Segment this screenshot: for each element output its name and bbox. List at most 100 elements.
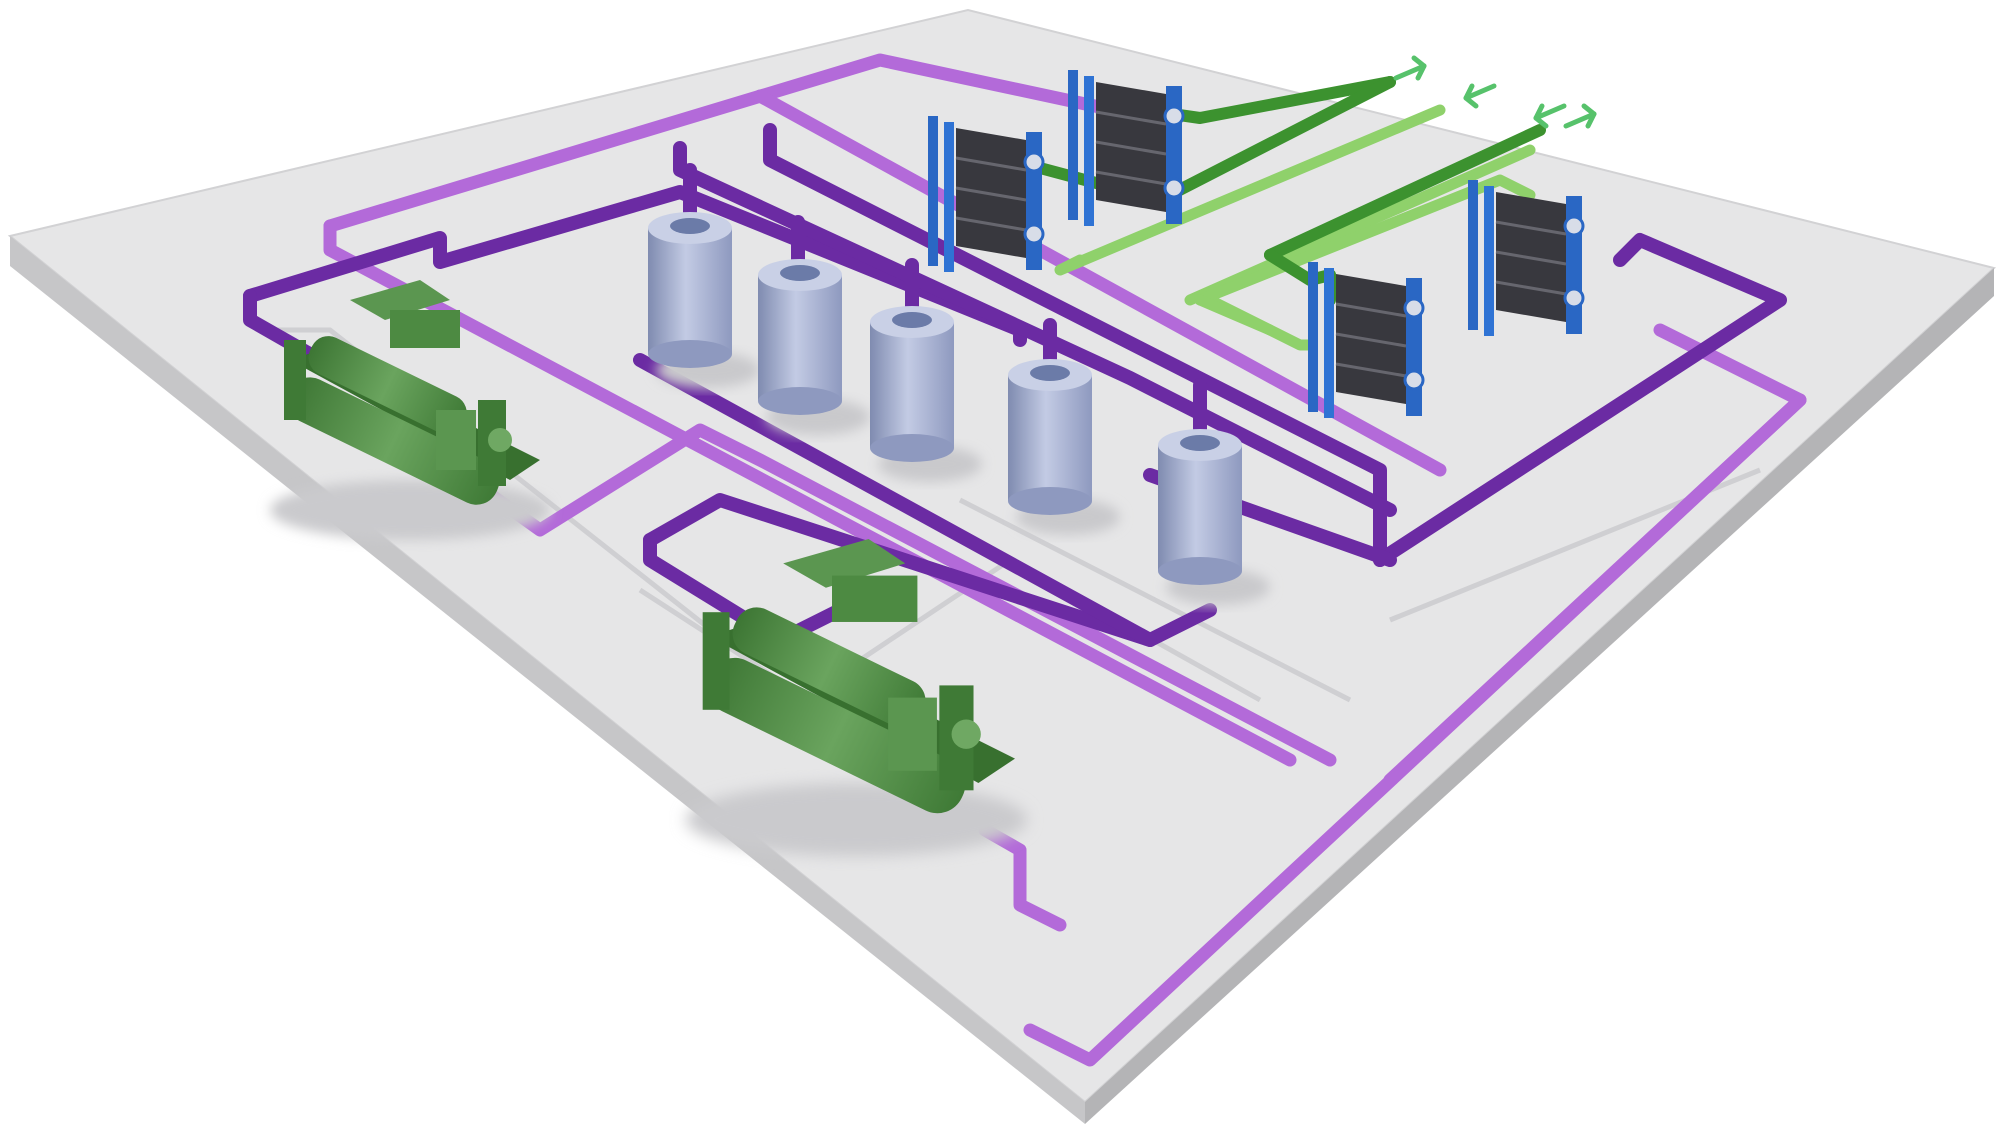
flow-arrow [1563, 103, 1597, 129]
chiller-shadow [270, 480, 550, 540]
chillers [270, 280, 1028, 857]
platform-side-edge [1085, 268, 1994, 1124]
hx-frame-post-front [1324, 268, 1334, 418]
dark-purple-tank-bottom [633, 353, 1157, 647]
flow-arrow-head [1533, 103, 1549, 129]
tank-base [870, 434, 954, 462]
light-purple-chiller2-return [978, 823, 1067, 932]
dark-purple-chiller2-supply [643, 533, 847, 647]
flow-arrow [1463, 83, 1497, 109]
chiller-compressor [783, 539, 906, 588]
tank-body [870, 322, 954, 448]
chiller-evaporator-shell [732, 607, 926, 728]
dark-purple-lower-header [643, 493, 1217, 647]
chiller-control-box [888, 697, 937, 771]
hx-plate-seam [1095, 170, 1167, 186]
hx-plate-seam [955, 156, 1027, 172]
light-green-line-a [1054, 104, 1446, 276]
chiller-shadow [685, 783, 1028, 857]
chiller-evaporator-shell [308, 336, 467, 435]
flow-arrow-shaft [1533, 103, 1567, 121]
hx-port [1563, 215, 1585, 237]
flow-arrow [1393, 55, 1427, 81]
hx-plate-seam [1095, 140, 1167, 156]
hx-plate-seam [1335, 332, 1407, 348]
hx-plate-seam [1495, 280, 1567, 296]
chiller-control-box [436, 410, 476, 470]
hx-frame-post-rear [928, 116, 938, 266]
storage-tank [648, 212, 760, 388]
plate-heat-exchanger [1068, 70, 1185, 226]
dark-purple-right-loop [1373, 233, 1787, 567]
chiller [685, 539, 1028, 857]
plate-heat-exchanger [1468, 180, 1585, 336]
tank-nozzle [670, 218, 710, 234]
flow-arrow-shaft [1393, 63, 1427, 81]
hx-plate-seam [955, 186, 1027, 202]
chiller-compressor [350, 280, 450, 320]
storage-tank [758, 259, 870, 435]
chiller-motor [390, 310, 460, 348]
chiller-nozzle [951, 719, 981, 749]
chiller-condenser-shell [706, 657, 966, 814]
light-green-pipe-network [1054, 104, 1536, 351]
flow-arrow-head [1463, 83, 1479, 109]
flow-arrow [1533, 103, 1567, 129]
dark-green-line-c [1264, 124, 1546, 261]
chiller-motor [832, 575, 918, 622]
hx-port [1403, 297, 1425, 319]
hx-plate-seam [1495, 250, 1567, 266]
chiller-end-plate-left [702, 612, 730, 710]
storage-tank [1008, 359, 1120, 535]
light-green-line-d [1194, 174, 1536, 306]
hx-frame-post-rear [1308, 262, 1318, 412]
hx-plate-seam [1335, 302, 1407, 318]
plate-heat-exchangers [928, 70, 1585, 418]
tank-nozzle [1180, 435, 1220, 451]
light-green-line-e [1194, 294, 1276, 336]
hx-port [1023, 223, 1045, 245]
plate-heat-exchanger [1308, 262, 1425, 418]
hx-plate-seam [1335, 362, 1407, 378]
flow-arrows [1393, 55, 1597, 129]
hx-port [1023, 151, 1045, 173]
storage-tanks [648, 212, 1270, 605]
flow-arrow-head [1411, 55, 1427, 81]
chiller-condenser-shell [287, 377, 500, 505]
tank-body [648, 228, 732, 354]
flow-arrow-head [1581, 103, 1597, 129]
hx-port [1163, 105, 1185, 127]
flow-arrow-shaft [1463, 83, 1497, 101]
light-purple-right-link [1383, 393, 1807, 787]
hx-frame-post-rear [1068, 70, 1078, 220]
tank-base [1008, 487, 1092, 515]
tank-nozzle [1030, 365, 1070, 381]
plate-heat-exchanger [928, 116, 1045, 272]
tank-body [1158, 445, 1242, 571]
hx-port [1163, 177, 1185, 199]
hx-plate-seam [955, 216, 1027, 232]
light-green-line-b [1184, 144, 1536, 306]
tank-base [758, 387, 842, 415]
tank-base [1158, 557, 1242, 585]
storage-tank [870, 306, 982, 482]
hx-plate-seam [1495, 220, 1567, 236]
dark-purple-header-back [763, 123, 1387, 567]
chiller [270, 280, 550, 540]
light-purple-loop-left [323, 219, 1297, 767]
chiller-end-plate-left [284, 340, 306, 420]
chiller-nozzle [488, 428, 512, 452]
storage-tank [1158, 429, 1270, 605]
hx-plate-seam [1095, 110, 1167, 126]
flow-arrow-shaft [1563, 111, 1597, 129]
hx-frame-post-rear [1468, 180, 1478, 330]
tank-nozzle [780, 265, 820, 281]
platform-front-edge [10, 236, 1085, 1124]
hx-frame-post-front [1084, 76, 1094, 226]
light-purple-loop-outer [323, 53, 1167, 233]
hx-port [1403, 369, 1425, 391]
tank-body [1008, 375, 1092, 501]
hx-frame-post-front [944, 122, 954, 272]
hx-port [1563, 287, 1585, 309]
tank-nozzle [892, 312, 932, 328]
